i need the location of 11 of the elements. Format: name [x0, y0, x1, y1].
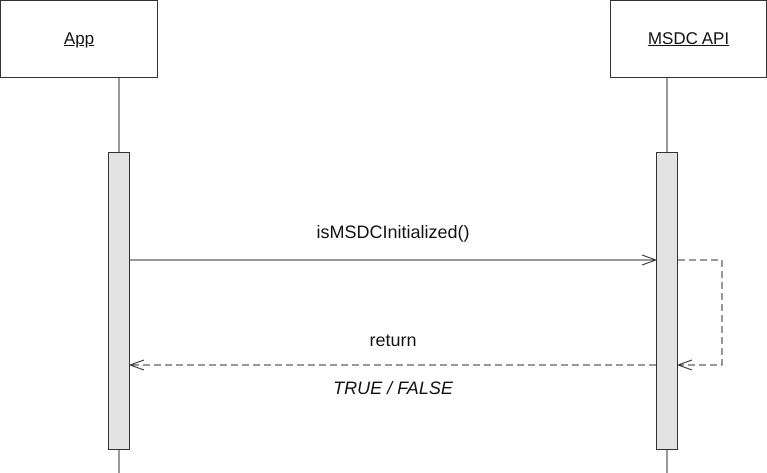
participant-box	[610, 0, 767, 78]
lifeline	[666, 78, 668, 152]
activation-bar	[656, 152, 678, 450]
participant-box	[0, 0, 158, 78]
lifeline	[118, 78, 120, 152]
participant-name: App	[64, 29, 94, 49]
return-arrow	[130, 360, 656, 370]
participant-name: MSDC API	[648, 29, 730, 49]
activation-bar	[108, 152, 130, 450]
self-call-arrow	[678, 260, 722, 370]
message-arrow	[130, 254, 656, 266]
